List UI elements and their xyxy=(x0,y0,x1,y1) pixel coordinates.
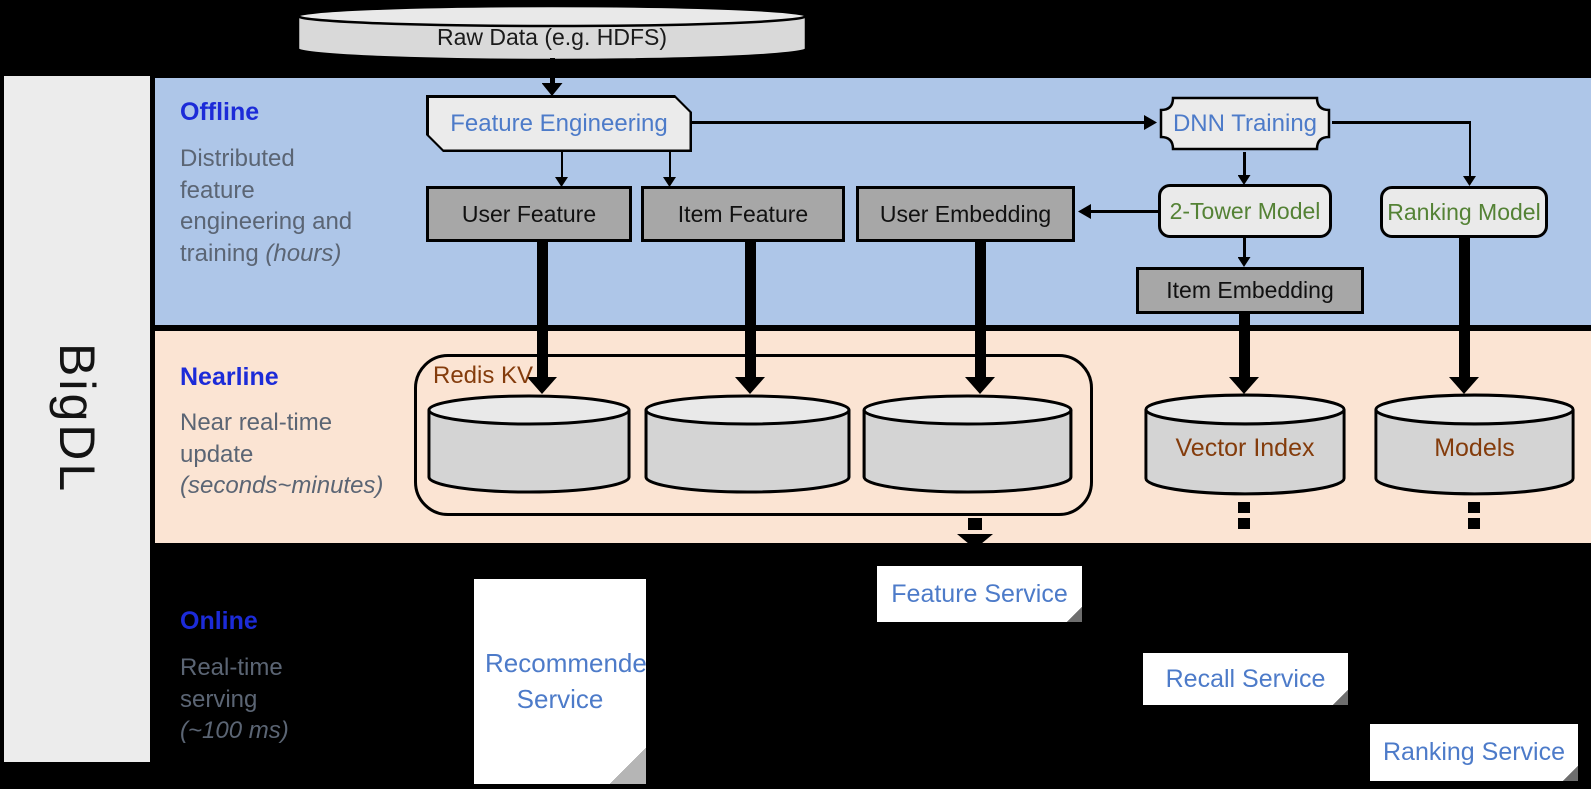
arrow-fe-to-userfeature-line xyxy=(560,152,563,177)
dnn-training-node: DNN Training xyxy=(1158,95,1332,152)
bigdl-logo-text: BigDL xyxy=(49,343,105,495)
redis-kv-label: Redis KV xyxy=(433,362,534,389)
two-tower-model-node: 2-Tower Model xyxy=(1158,184,1332,238)
item-feature-node: Item Feature xyxy=(641,186,845,242)
plaque-shape xyxy=(1159,96,1331,151)
online-section-description: Real-time serving (~100 ms) xyxy=(180,652,320,747)
models-store: Models xyxy=(1372,392,1577,499)
cylinder-shape xyxy=(1144,393,1346,496)
arrow-fe-to-userfeature-head xyxy=(555,177,568,187)
redis-cylinder-2 xyxy=(642,393,853,497)
item-embedding-node: Item Embedding xyxy=(1136,267,1364,314)
raw-data-label: Raw Data (e.g. HDFS) xyxy=(436,24,668,50)
feature-service-node: Feature Service xyxy=(877,566,1082,622)
thick-arrow-userembedding-bar xyxy=(974,242,986,377)
nearline-desc-text: Near real-time update xyxy=(180,409,333,468)
raw-data-store: Raw Data (e.g. HDFS) xyxy=(295,4,809,62)
arrow-dnn-to-ranking-hline xyxy=(1332,121,1471,124)
dashed-arrow-redis-to-featureservice-dash xyxy=(968,518,982,530)
cylinder-shape xyxy=(1374,393,1575,496)
cylinder-shape xyxy=(296,4,808,62)
recall-service-node: Recall Service xyxy=(1143,653,1348,705)
arrow-rawdata-to-fe-line xyxy=(549,58,555,83)
redis-cylinder-3 xyxy=(860,393,1075,497)
recall-service-label: Recall Service xyxy=(1165,664,1326,693)
dashed-arrow-vectorindex-dash1 xyxy=(1238,502,1250,513)
user-embedding-node: User Embedding xyxy=(856,186,1075,242)
user-feature-node: User Feature xyxy=(426,186,632,242)
arrow-fe-to-itemfeature-head xyxy=(663,177,676,187)
arrow-fe-to-itemfeature-line xyxy=(668,152,671,177)
thick-arrow-itemfeature-bar xyxy=(744,242,756,377)
feature-engineering-node: Feature Engineering xyxy=(426,95,692,152)
recommender-service-node: Recommender Service xyxy=(474,579,646,784)
feature-engineering-label: Feature Engineering xyxy=(429,98,690,150)
feature-service-label: Feature Service xyxy=(891,579,1068,608)
thick-arrow-userfeature-bar xyxy=(536,242,548,377)
user-embedding-label: User Embedding xyxy=(879,200,1052,227)
arrow-2tower-to-itemembedding-head xyxy=(1237,257,1251,267)
item-embedding-label: Item Embedding xyxy=(1166,277,1334,303)
thick-arrow-rankingmodel-bar xyxy=(1458,238,1470,377)
nearline-section-description: Near real-time update (seconds~minutes) xyxy=(180,407,383,502)
arrow-fe-to-dnn-line xyxy=(692,121,1144,124)
arrow-dnn-to-ranking-vline xyxy=(1468,121,1471,176)
redis-kv-container: Redis KV xyxy=(414,354,1093,516)
offline-section-title: Offline xyxy=(180,98,260,126)
cylinder-shape xyxy=(427,394,631,494)
nearline-section-title: Nearline xyxy=(180,363,279,391)
redis-cylinder-1 xyxy=(425,393,633,497)
models-label: Models xyxy=(1434,434,1515,462)
offline-desc-text: Distributed feature engineering and trai… xyxy=(180,145,353,268)
online-desc-text: Real-time serving xyxy=(180,654,283,713)
vector-index-label: Vector Index xyxy=(1175,434,1315,462)
nearline-desc-italic: (seconds~minutes) xyxy=(180,472,384,500)
arrow-2tower-to-itemembedding-line xyxy=(1243,238,1246,257)
ranking-model-node: Ranking Model xyxy=(1380,186,1548,238)
item-feature-label: Item Feature xyxy=(677,200,809,227)
offline-desc-italic: (hours) xyxy=(265,240,342,268)
bigdl-sidebar: BigDL xyxy=(4,76,150,762)
online-desc-italic: (~100 ms) xyxy=(180,717,289,745)
dashed-arrow-models-dash1 xyxy=(1468,502,1480,513)
cylinder-shape xyxy=(862,394,1073,494)
arrow-dnn-to-2tower-head xyxy=(1237,175,1251,185)
arrow-dnn-to-2tower-line xyxy=(1243,152,1246,175)
arrow-dnn-to-ranking-head xyxy=(1463,176,1476,186)
dashed-arrow-models-dash2 xyxy=(1468,518,1480,529)
thick-arrow-itemembedding-bar xyxy=(1238,314,1250,377)
online-section-title: Online xyxy=(180,607,258,635)
offline-section-description: Distributed feature engineering and trai… xyxy=(180,143,375,270)
two-tower-model-label: 2-Tower Model xyxy=(1169,197,1321,224)
ranking-model-label: Ranking Model xyxy=(1387,198,1541,225)
user-feature-label: User Feature xyxy=(461,200,597,227)
arrow-2tower-to-userembedding-line xyxy=(1090,210,1158,213)
cylinder-shape xyxy=(644,394,851,494)
vector-index-store: Vector Index xyxy=(1142,392,1348,499)
dashed-arrow-vectorindex-dash2 xyxy=(1238,518,1250,529)
dnn-training-label: DNN Training xyxy=(1172,109,1318,137)
recommender-service-label: Recommender Service xyxy=(485,648,656,714)
ranking-service-label: Ranking Service xyxy=(1382,738,1566,766)
ranking-service-node: Ranking Service xyxy=(1370,724,1578,781)
